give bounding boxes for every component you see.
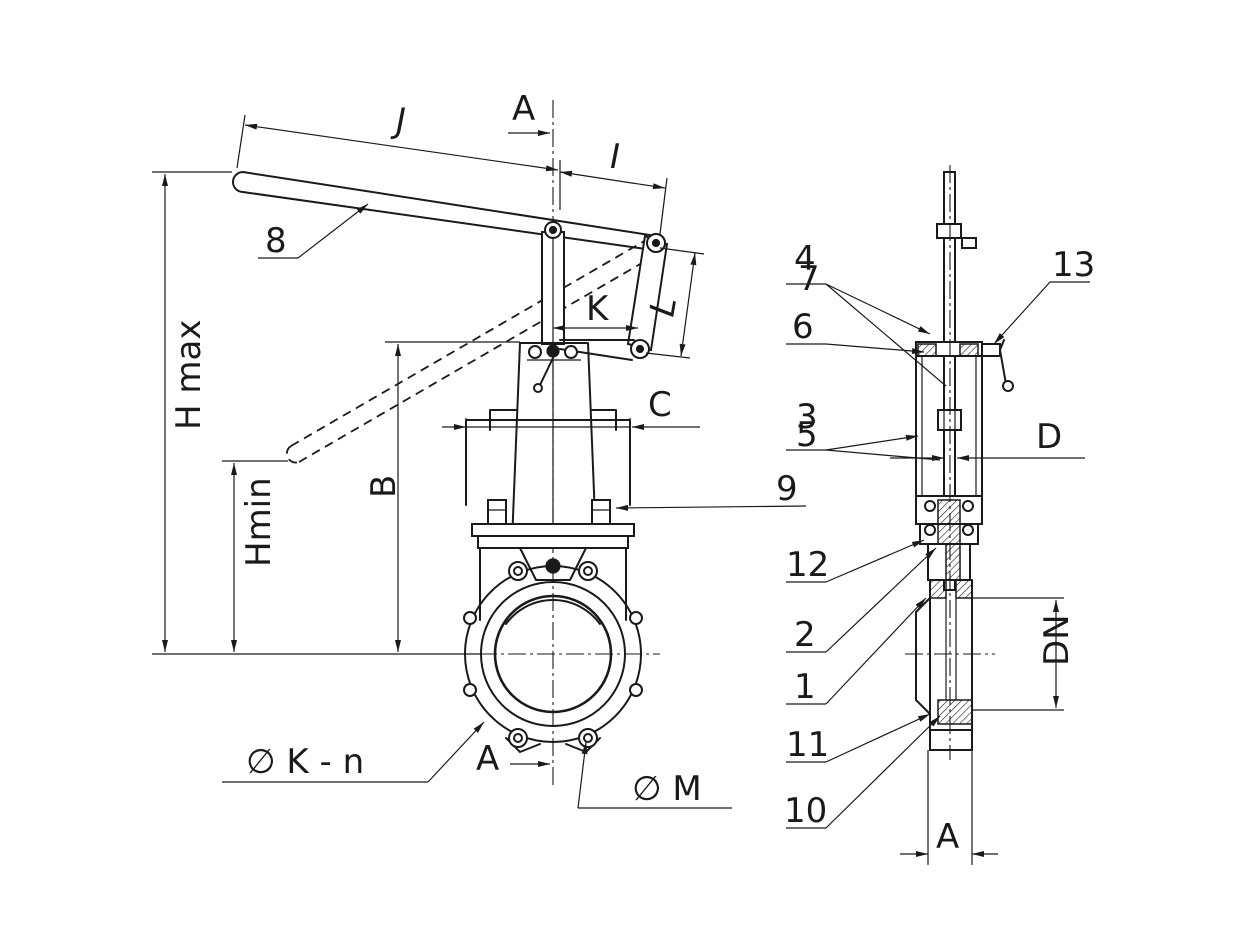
leader-8: 8 bbox=[258, 203, 369, 261]
dim-a-bottom: A bbox=[476, 739, 550, 779]
dim-label-h-max: H max bbox=[169, 320, 209, 430]
dim-label-k-n: ∅ K - n bbox=[246, 742, 364, 782]
dim-m: ∅ M bbox=[577, 741, 732, 809]
dim-label-b: B bbox=[364, 475, 404, 498]
dim-k: K bbox=[553, 289, 638, 331]
dim-label-dn: DN bbox=[1037, 614, 1077, 666]
dim-a-side: A bbox=[900, 750, 998, 865]
dim-label-c: C bbox=[648, 385, 672, 425]
part-label-10: 10 bbox=[784, 791, 827, 831]
dim-d: D bbox=[890, 417, 1085, 461]
part-label-2: 2 bbox=[794, 615, 816, 655]
dim-label-a-top: A bbox=[512, 89, 535, 129]
part-label-11: 11 bbox=[786, 725, 829, 765]
dim-c: C bbox=[442, 385, 700, 440]
handle-lever bbox=[232, 171, 657, 464]
yoke bbox=[465, 342, 631, 543]
part-label-5: 5 bbox=[796, 415, 818, 455]
dim-label-j: J bbox=[390, 101, 406, 141]
dim-i: I bbox=[559, 137, 668, 235]
bonnet-flange bbox=[471, 523, 635, 581]
dim-k-n: ∅ K - n bbox=[222, 721, 485, 783]
part-label-9: 9 bbox=[776, 469, 798, 509]
front-view: J I A L K C bbox=[152, 89, 807, 809]
part-label-13: 13 bbox=[1052, 245, 1095, 285]
part-label-8: 8 bbox=[265, 221, 287, 261]
dim-label-i: I bbox=[610, 137, 620, 177]
dim-label-h-min: Hmin bbox=[239, 477, 279, 567]
part-label-6: 6 bbox=[792, 307, 814, 347]
part-label-3: 3 bbox=[796, 397, 818, 437]
dim-label-a-bottom: A bbox=[476, 739, 499, 779]
part-label-1: 1 bbox=[794, 667, 816, 707]
dim-b: B bbox=[364, 341, 520, 652]
side-handle-13 bbox=[981, 339, 1014, 392]
dim-a-top: A bbox=[508, 89, 550, 136]
valve-body bbox=[464, 547, 642, 753]
dim-label-k: K bbox=[586, 289, 610, 329]
part-label-12: 12 bbox=[786, 545, 829, 585]
dim-h-max: H max bbox=[152, 171, 480, 655]
leader-9: 9 bbox=[615, 469, 807, 511]
dim-label-d: D bbox=[1036, 417, 1062, 457]
part-leaders: 4 7 6 13 3 5 12 2 1 bbox=[784, 239, 1095, 831]
part-label-4: 4 bbox=[794, 239, 816, 279]
part-label-7: 7 bbox=[798, 259, 820, 299]
dim-label-m: ∅ M bbox=[632, 769, 702, 809]
side-view: D DN A 4 7 6 bbox=[784, 165, 1095, 865]
dim-label-a-side: A bbox=[936, 817, 959, 857]
dim-h-min: Hmin bbox=[222, 460, 288, 652]
link-arms bbox=[541, 221, 669, 361]
dim-dn: DN bbox=[972, 597, 1077, 711]
